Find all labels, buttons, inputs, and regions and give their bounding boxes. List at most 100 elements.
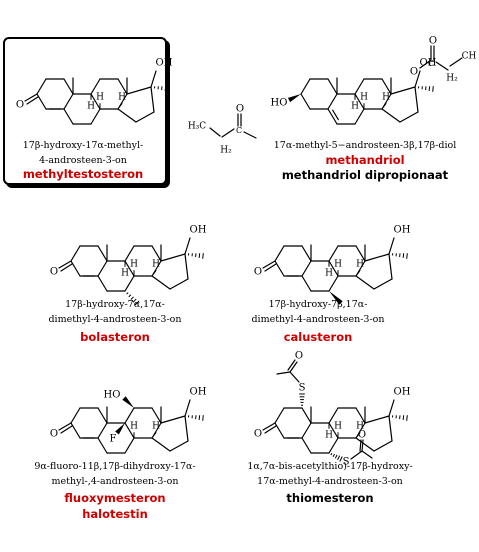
ring-bond: [90, 108, 101, 125]
h-bond: [355, 270, 361, 277]
ester-bond: [419, 59, 432, 69]
ring-bond: [124, 422, 135, 439]
name-methyltestosteron: methyltestosteron: [22, 167, 144, 181]
oxygen-label: O: [254, 429, 262, 440]
ring-bond: [301, 422, 312, 439]
hydrogen-label: H: [96, 93, 104, 103]
h-bond: [117, 103, 123, 110]
ring-bond: [184, 415, 189, 442]
ring-bond: [373, 278, 393, 290]
ester-bond: [243, 131, 257, 139]
caption-calusteron: 17β-hydroxy-7β,17α- dimethyl-4-androstee…: [228, 297, 408, 327]
chain-bond: [209, 127, 221, 137]
caption-line: 17α-methyl-4-androsteen-3-on: [257, 476, 403, 487]
chain-bond: [435, 61, 449, 71]
fluoro-bond: [115, 423, 125, 435]
hydrogen-label: H: [121, 269, 129, 279]
chain-bond: [449, 57, 463, 67]
ring-bond: [70, 422, 81, 439]
ring-bond: [354, 108, 365, 125]
h-bond: [151, 270, 157, 277]
carbonyl-bond: [60, 263, 73, 272]
hydrogen-label: H: [87, 102, 95, 112]
ring-bond: [274, 407, 285, 424]
bond-oh: [388, 399, 395, 417]
oxygen-label: O: [50, 267, 58, 278]
sulfur-label: S: [299, 383, 306, 394]
hydrogen-label: H: [356, 260, 364, 270]
carbonyl-bond: [264, 263, 277, 272]
caption-line: 17β-hydroxy-7α,17α-: [65, 299, 165, 310]
ring-bond: [327, 108, 338, 125]
acetyl-bond: [350, 450, 363, 460]
ring-bond: [328, 437, 339, 454]
methyl-7-wedge: [329, 291, 343, 305]
ring-bond: [381, 78, 392, 95]
carbon-label: C: [236, 126, 242, 135]
acetyl-bond: [287, 359, 296, 371]
hydroxyl-label: HO: [104, 390, 121, 401]
ring-bond: [328, 260, 339, 277]
carbonyl-bond: [58, 260, 72, 269]
caption-line: 17β-hydroxy-7β,17α-: [268, 299, 368, 310]
ch-label: CH: [462, 52, 477, 62]
chain-bond: [221, 128, 235, 138]
hydrogen-label: H: [152, 260, 160, 270]
ring-bond: [151, 245, 162, 262]
hydrogen-label: H: [152, 422, 160, 432]
bond-oh: [414, 70, 421, 88]
h-bond: [381, 103, 387, 110]
ring-bond: [300, 78, 311, 95]
ring-bond: [274, 245, 285, 262]
hydrogen-label: H: [130, 422, 138, 432]
acetyl-bond: [361, 439, 364, 452]
ring-bond: [327, 78, 338, 95]
hydrogen-label: H: [356, 422, 364, 432]
name-methandriol-dipropionaat: methandriol dipropionaat: [281, 168, 449, 182]
caption-line: dimethyl-4-androsteen-3-on: [48, 314, 182, 325]
ch2-label: H₂: [220, 146, 232, 156]
name-methandriol: methandriol: [325, 153, 405, 167]
bond-oh: [150, 70, 157, 88]
ring-bond: [381, 108, 401, 123]
ring-bond: [373, 440, 393, 452]
methyl-hashed-bond: [417, 86, 434, 92]
ring-bond: [355, 407, 366, 424]
caption-line: 1α,7α-bis-acetylthio)-17β-hydroxy-: [247, 461, 413, 472]
ring-bond: [364, 253, 390, 262]
ring-bond: [328, 245, 339, 262]
carbonyl-bond: [262, 260, 276, 269]
caption-fluoxymesteron: 9α-fluoro-11β,17β-dihydroxy-17α- methyl-…: [5, 459, 225, 489]
ring-bond: [97, 245, 108, 262]
carbonyl-bond: [26, 96, 39, 105]
hydroxyl-label: OH: [394, 387, 411, 398]
ring-bond: [300, 93, 311, 110]
h3c-label: H₃C: [188, 122, 206, 132]
ring-bond: [328, 407, 339, 424]
double-bond: [332, 109, 339, 121]
ring-bond: [355, 245, 366, 262]
ring-bond: [97, 260, 108, 277]
hydroxyl-label: OH: [190, 387, 207, 398]
ring-bond: [97, 275, 108, 292]
ring-bond: [124, 245, 135, 262]
methyl-hashed-bond: [153, 86, 170, 92]
carbonyl-bond: [58, 422, 72, 431]
carbon-label: C: [428, 59, 434, 68]
hydrogen-label: H: [360, 93, 368, 103]
ring-bond: [151, 407, 162, 424]
carbonyl-bond: [60, 425, 73, 434]
ring-bond: [328, 422, 339, 439]
ring-bond: [388, 415, 393, 442]
ring-bond: [184, 253, 189, 280]
caption-methandriol: 17α-methyl-5−androsteen-3β,17β-diol: [255, 138, 475, 153]
caption-line: methyl-,4-androsteen-3-on: [51, 476, 179, 487]
hydrogen-label: H: [382, 93, 390, 103]
ring-bond: [70, 260, 81, 277]
acetyl-bond: [361, 450, 373, 459]
ring-bond: [301, 437, 312, 454]
ring-bond: [354, 78, 365, 95]
caption-line: 4-androsteen-3-on: [39, 155, 127, 166]
hydrogen-label: H: [334, 260, 342, 270]
hydroxyl-label: OH: [394, 225, 411, 236]
